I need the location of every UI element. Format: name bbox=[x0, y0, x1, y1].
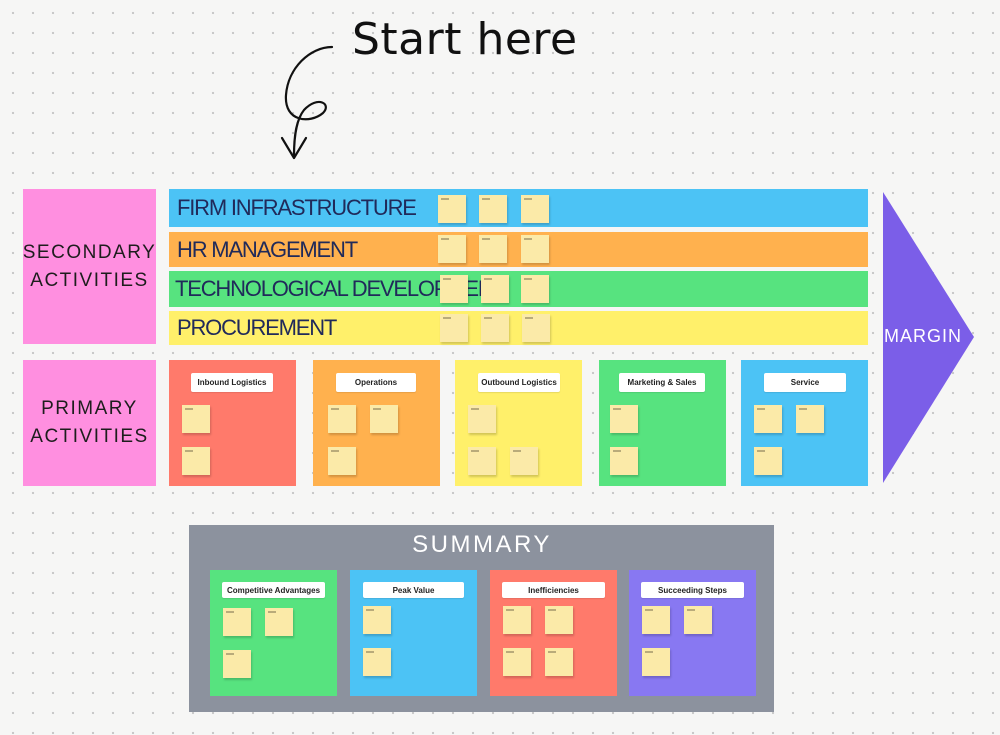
margin-label: MARGIN bbox=[884, 326, 962, 346]
summary-box-succeeding-steps: Succeeding Steps bbox=[629, 570, 756, 696]
primary-box-outbound-logistics: Outbound Logistics bbox=[455, 360, 582, 486]
card-title: Competitive Advantages bbox=[222, 582, 325, 598]
primary-box-service: Service bbox=[741, 360, 868, 486]
sticky-note[interactable] bbox=[510, 447, 538, 475]
sticky-note[interactable] bbox=[545, 606, 573, 634]
sticky-note[interactable] bbox=[479, 235, 507, 263]
bar-procurement: PROCUREMENT bbox=[169, 311, 868, 345]
primary-activities-label: PRIMARY ACTIVITIES bbox=[23, 360, 156, 486]
sticky-note[interactable] bbox=[328, 447, 356, 475]
sticky-note[interactable] bbox=[438, 195, 466, 223]
sticky-note[interactable] bbox=[503, 606, 531, 634]
sticky-note[interactable] bbox=[481, 275, 509, 303]
card-title: Inbound Logistics bbox=[191, 373, 273, 392]
sticky-note[interactable] bbox=[522, 314, 550, 342]
sticky-note[interactable] bbox=[521, 195, 549, 223]
bar-firm-infrastructure: FIRM INFRASTRUCTURE bbox=[169, 189, 868, 227]
summary-box-competitive-advantages: Competitive Advantages bbox=[210, 570, 337, 696]
sticky-note[interactable] bbox=[521, 275, 549, 303]
sticky-note[interactable] bbox=[438, 235, 466, 263]
bar-label: FIRM INFRASTRUCTURE bbox=[177, 195, 417, 220]
sticky-note[interactable] bbox=[468, 447, 496, 475]
bar-technological-development: TECHNOLOGICAL DEVELOPMENT bbox=[169, 271, 868, 307]
summary-title: SUMMARY bbox=[412, 531, 552, 558]
sticky-note[interactable] bbox=[684, 606, 712, 634]
sticky-note[interactable] bbox=[440, 314, 468, 342]
sticky-note[interactable] bbox=[481, 314, 509, 342]
sticky-note[interactable] bbox=[796, 405, 824, 433]
card-title: Peak Value bbox=[363, 582, 464, 598]
margin-arrow-shape bbox=[883, 192, 974, 483]
bar-label: HR MANAGEMENT bbox=[177, 236, 358, 262]
sticky-note[interactable] bbox=[642, 648, 670, 676]
sticky-note[interactable] bbox=[479, 195, 507, 223]
sticky-note[interactable] bbox=[642, 606, 670, 634]
summary-box-inefficiencies: Inefficiencies bbox=[490, 570, 617, 696]
primary-box-marketing-sales: Marketing & Sales bbox=[599, 360, 726, 486]
sticky-note[interactable] bbox=[610, 405, 638, 433]
card-title: Inefficiencies bbox=[502, 582, 605, 598]
curved-arrow-icon bbox=[280, 45, 334, 160]
sticky-note[interactable] bbox=[754, 405, 782, 433]
sticky-note[interactable] bbox=[503, 648, 531, 676]
card-title: Operations bbox=[336, 373, 416, 392]
secondary-activities-label: SECONDARY ACTIVITIES bbox=[23, 189, 156, 344]
card-title: Succeeding Steps bbox=[641, 582, 744, 598]
sticky-note[interactable] bbox=[370, 405, 398, 433]
start-here-text: Start here bbox=[352, 14, 578, 65]
sticky-note[interactable] bbox=[545, 648, 573, 676]
card-title: Marketing & Sales bbox=[619, 373, 705, 392]
sticky-note[interactable] bbox=[328, 405, 356, 433]
sticky-note[interactable] bbox=[182, 447, 210, 475]
sticky-note[interactable] bbox=[223, 650, 251, 678]
sticky-note[interactable] bbox=[182, 405, 210, 433]
card-title: Service bbox=[764, 373, 846, 392]
sticky-note[interactable] bbox=[521, 235, 549, 263]
sticky-note[interactable] bbox=[363, 606, 391, 634]
sticky-note[interactable] bbox=[468, 405, 496, 433]
sticky-note[interactable] bbox=[363, 648, 391, 676]
primary-box-operations: Operations bbox=[313, 360, 440, 486]
sticky-note[interactable] bbox=[610, 447, 638, 475]
card-title: Outbound Logistics bbox=[478, 373, 560, 392]
sticky-note[interactable] bbox=[265, 608, 293, 636]
summary-box-peak-value: Peak Value bbox=[350, 570, 477, 696]
sticky-note[interactable] bbox=[440, 275, 468, 303]
sticky-note[interactable] bbox=[754, 447, 782, 475]
bar-label: PROCUREMENT bbox=[177, 315, 337, 340]
sticky-note[interactable] bbox=[223, 608, 251, 636]
bar-hr-management: HR MANAGEMENT bbox=[169, 232, 868, 267]
primary-box-inbound-logistics: Inbound Logistics bbox=[169, 360, 296, 486]
